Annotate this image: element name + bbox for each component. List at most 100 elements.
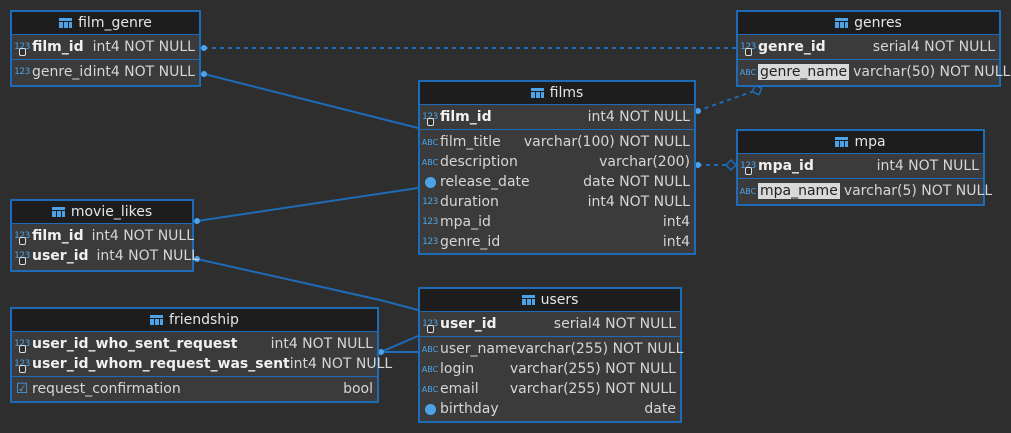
numeric-key-icon: 123 [12, 251, 32, 265]
column-type: int4 NOT NULL [876, 158, 979, 174]
table-header: movie_likes [12, 201, 192, 224]
column-type: varchar(100) NOT NULL [523, 134, 690, 150]
column-name: birthday [440, 401, 499, 417]
column-type: varchar(200) [599, 154, 690, 170]
table-header: genres [738, 12, 999, 35]
column-name: user_name [440, 341, 518, 357]
column-type: int4 NOT NULL [587, 109, 690, 125]
link-films-genres [696, 89, 758, 112]
table-icon [835, 137, 849, 147]
table-header: users [420, 289, 680, 312]
column-name: email [440, 381, 479, 397]
numeric-key-icon: 123 [420, 112, 440, 126]
column-type: varchar(5) NOT NULL [843, 183, 993, 199]
column-name: film_id [440, 109, 492, 125]
column-type: int4 NOT NULL [92, 39, 195, 55]
table-icon [51, 207, 65, 217]
numeric-key-icon: 123 [12, 42, 32, 56]
table-icon [59, 18, 73, 28]
column-name: mpa_id [440, 214, 491, 230]
table-header: friendship [12, 309, 377, 332]
column-type: serial4 NOT NULL [872, 39, 995, 55]
column-name: genre_id [440, 234, 501, 250]
column-name: genre_id [32, 64, 93, 80]
checkbox-icon: ☑ [15, 381, 29, 397]
column-name: film_id [32, 228, 84, 244]
column-name: description [440, 154, 518, 170]
table-title: films [549, 85, 584, 101]
column-name: genre_name [758, 64, 850, 80]
column-name: user_id [440, 316, 497, 332]
column-name: user_id_who_sent_request [32, 336, 238, 352]
table-title: mpa [854, 134, 886, 150]
numeric-key-icon: 123 [12, 359, 32, 373]
numeric-icon: 123 [14, 67, 30, 77]
column-type: date [644, 401, 676, 417]
column-name: genre_id [758, 39, 826, 55]
table-icon [521, 295, 535, 305]
table-title: genres [854, 15, 902, 31]
table-icon [530, 88, 544, 98]
column-type: varchar(255) NOT NULL [509, 361, 676, 377]
column-name: user_id_whom_request_was_sent [32, 356, 290, 372]
table-title: friendship [169, 312, 239, 328]
column-type: varchar(255) NOT NULL [509, 381, 676, 397]
table-title: users [540, 292, 579, 308]
numeric-key-icon: 123 [12, 339, 32, 353]
numeric-icon: 123 [422, 197, 438, 207]
table-icon [150, 315, 164, 325]
column-type: int4 NOT NULL [96, 248, 199, 264]
column-row[interactable]: birthday date [420, 399, 680, 419]
numeric-icon: 123 [422, 217, 438, 227]
numeric-icon: 123 [422, 237, 438, 247]
column-type: int4 NOT NULL [587, 194, 690, 210]
column-type: varchar(255) NOT NULL [517, 341, 684, 357]
text-icon: ABC [421, 137, 439, 147]
column-type: int4 NOT NULL [91, 228, 195, 244]
numeric-key-icon: 123 [738, 42, 758, 56]
table-header: mpa [738, 131, 983, 154]
link-movielikes-films [196, 187, 419, 222]
text-icon: ABC [421, 384, 439, 394]
text-icon: ABC [421, 364, 439, 374]
clock-icon [420, 404, 440, 415]
table-icon [835, 18, 849, 28]
numeric-key-icon: 123 [12, 231, 32, 245]
column-name: mpa_name [758, 183, 840, 199]
table-header: film_genre [12, 12, 199, 35]
link-filmgenre-films [203, 73, 419, 129]
numeric-key-icon: 123 [738, 161, 758, 175]
text-icon: ABC [421, 157, 439, 167]
column-type: bool [343, 381, 373, 397]
column-type: serial4 NOT NULL [553, 316, 676, 332]
